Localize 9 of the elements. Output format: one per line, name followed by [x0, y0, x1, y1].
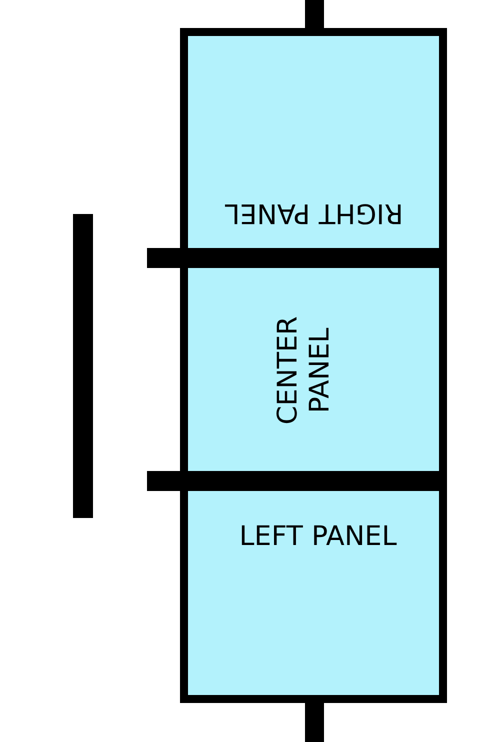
fold-bar: [147, 248, 447, 268]
panel-box: [180, 28, 447, 248]
panel-label: LEFT PANEL: [238, 521, 398, 554]
panel-box: [180, 268, 447, 471]
panel-box: [180, 491, 447, 703]
panel-label: CENTER PANEL: [272, 314, 337, 426]
fold-bar: [147, 471, 447, 491]
vertical-bar: [73, 214, 93, 518]
panel-label: RIGHT PANEL: [224, 196, 404, 228]
